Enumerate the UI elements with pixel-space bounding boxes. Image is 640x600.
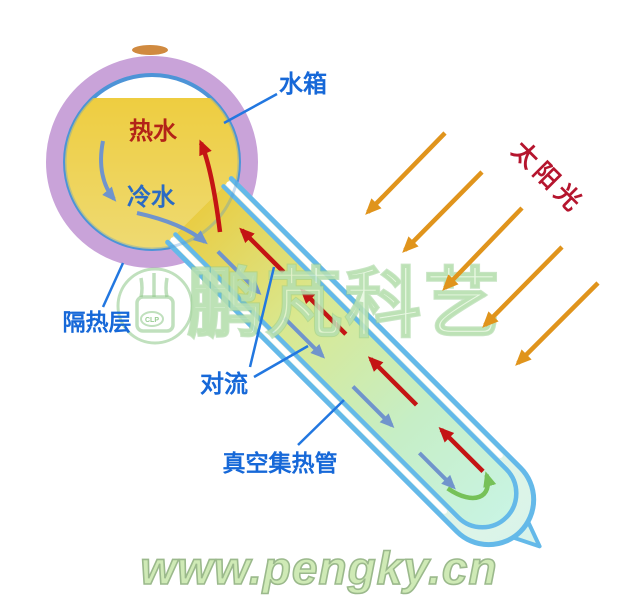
- hot-water-label: 热水: [129, 118, 178, 145]
- insulation-label: 隔热层: [63, 309, 132, 335]
- vacuum-tube-label: 真空集热管: [223, 450, 338, 476]
- tank-cold-inflow-arrow: [136, 211, 208, 245]
- tank-hot-rise-arrow: [198, 139, 223, 233]
- sun-ray-arrow-3: [442, 206, 524, 291]
- tube-hot-arrow-1: [239, 227, 286, 274]
- water-tank-leader: [223, 92, 278, 125]
- convection-leader-1: [248, 266, 276, 368]
- sun-ray-arrow-1: [365, 131, 447, 215]
- tube-cold-arrow-3: [351, 385, 395, 428]
- convection-leader-2: [253, 344, 309, 379]
- insulation-ring: [46, 56, 258, 268]
- sun-ray-arrow-2: [402, 170, 484, 253]
- tube-cold-arrow-1: [216, 250, 262, 296]
- tube-cold-arrow-2: [282, 316, 326, 359]
- sun-ray-arrow-5: [515, 281, 600, 366]
- tank-water: [64, 98, 239, 250]
- tank-cold-sink-arrow: [99, 140, 117, 202]
- tube-cold-arrow-4: [417, 451, 456, 490]
- sun-ray-arrow-4: [482, 245, 564, 328]
- watermark-logo-text: CLP: [145, 317, 159, 324]
- tank-rim-overlay: [63, 73, 241, 251]
- tube-hot-arrow-4: [438, 426, 485, 473]
- vacuum-gap-top: [226, 181, 503, 458]
- cold-water-label: 冷水: [127, 183, 176, 211]
- tank-top-mount: [132, 45, 168, 55]
- convection-label: 对流: [200, 371, 248, 398]
- tube-hot-arrow-3: [367, 356, 419, 407]
- tube-hot-arrow-2: [300, 288, 348, 336]
- vacuum-tube-leader: [297, 399, 345, 446]
- turnaround-arrow: [446, 471, 497, 501]
- tube-inner-glass: [173, 184, 519, 530]
- water-tank-label: 水箱: [279, 70, 327, 98]
- vacuum-gap-bottom: [170, 237, 447, 514]
- website-watermark: www.pengky.cn: [140, 542, 497, 594]
- watermark-logo: CLP: [116, 267, 194, 345]
- insulation-leader: [101, 262, 125, 308]
- vacuum-tube-group: [165, 176, 542, 549]
- sunlight-label: 太阳光: [506, 136, 589, 219]
